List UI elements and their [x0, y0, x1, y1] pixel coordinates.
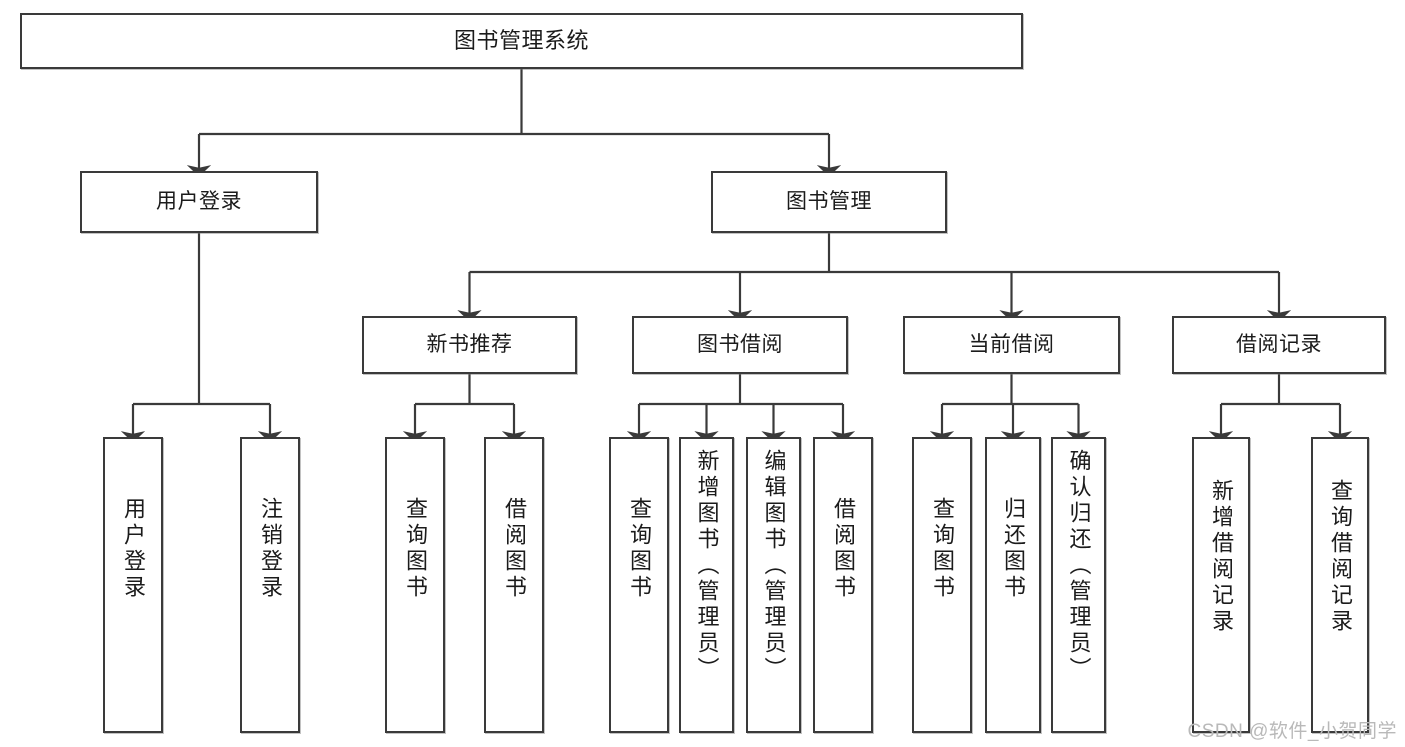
- node-label: 确认归还（管理员）: [1066, 449, 1092, 683]
- node-label: 借阅记录: [1236, 332, 1322, 356]
- node-new-book-recommend[interactable]: 新书推荐: [362, 316, 577, 374]
- node-leaf-query-borrow-record[interactable]: 查询借阅记录: [1311, 437, 1369, 733]
- node-leaf-add-borrow-record[interactable]: 新增借阅记录: [1192, 437, 1250, 733]
- node-leaf-borrow-book-2[interactable]: 借阅图书: [813, 437, 873, 733]
- node-leaf-return-book[interactable]: 归还图书: [985, 437, 1041, 733]
- node-label: 图书管理: [786, 189, 872, 213]
- node-label: 用户登录: [156, 189, 242, 213]
- node-label: 查询图书: [930, 497, 955, 601]
- node-book-manage[interactable]: 图书管理: [711, 171, 947, 233]
- node-label: 查询图书: [403, 497, 428, 601]
- node-root[interactable]: 图书管理系统: [20, 13, 1023, 69]
- node-book-borrow[interactable]: 图书借阅: [632, 316, 848, 374]
- node-label: 新增图书（管理员）: [694, 449, 720, 683]
- node-label: 当前借阅: [968, 332, 1055, 356]
- node-label: 归还图书: [1001, 497, 1026, 601]
- node-label: 新书推荐: [426, 332, 513, 356]
- node-label: 新增借阅记录: [1209, 479, 1234, 635]
- node-leaf-borrow-book-1[interactable]: 借阅图书: [484, 437, 544, 733]
- node-label: 查询借阅记录: [1328, 479, 1353, 635]
- node-label: 图书管理系统: [453, 28, 589, 54]
- node-leaf-query-book-1[interactable]: 查询图书: [385, 437, 445, 733]
- node-leaf-add-book-admin[interactable]: 新增图书（管理员）: [679, 437, 734, 733]
- node-leaf-user-login[interactable]: 用户登录: [103, 437, 163, 733]
- node-current-borrow[interactable]: 当前借阅: [903, 316, 1120, 374]
- node-leaf-query-book-2[interactable]: 查询图书: [609, 437, 669, 733]
- node-label: 编辑图书（管理员）: [761, 449, 787, 683]
- node-leaf-edit-book-admin[interactable]: 编辑图书（管理员）: [746, 437, 801, 733]
- node-label: 用户登录: [121, 497, 146, 601]
- node-user-login[interactable]: 用户登录: [80, 171, 318, 233]
- node-leaf-user-logout[interactable]: 注销登录: [240, 437, 300, 733]
- node-label: 借阅图书: [831, 497, 856, 601]
- node-borrow-record[interactable]: 借阅记录: [1172, 316, 1386, 374]
- node-leaf-query-book-3[interactable]: 查询图书: [912, 437, 972, 733]
- node-label: 查询图书: [627, 497, 652, 601]
- watermark: CSDN @软件_小贺同学: [1187, 721, 1397, 742]
- node-leaf-confirm-return-admin[interactable]: 确认归还（管理员）: [1051, 437, 1106, 733]
- node-label: 借阅图书: [502, 497, 527, 601]
- node-label: 注销登录: [258, 497, 283, 601]
- node-label: 图书借阅: [697, 332, 783, 356]
